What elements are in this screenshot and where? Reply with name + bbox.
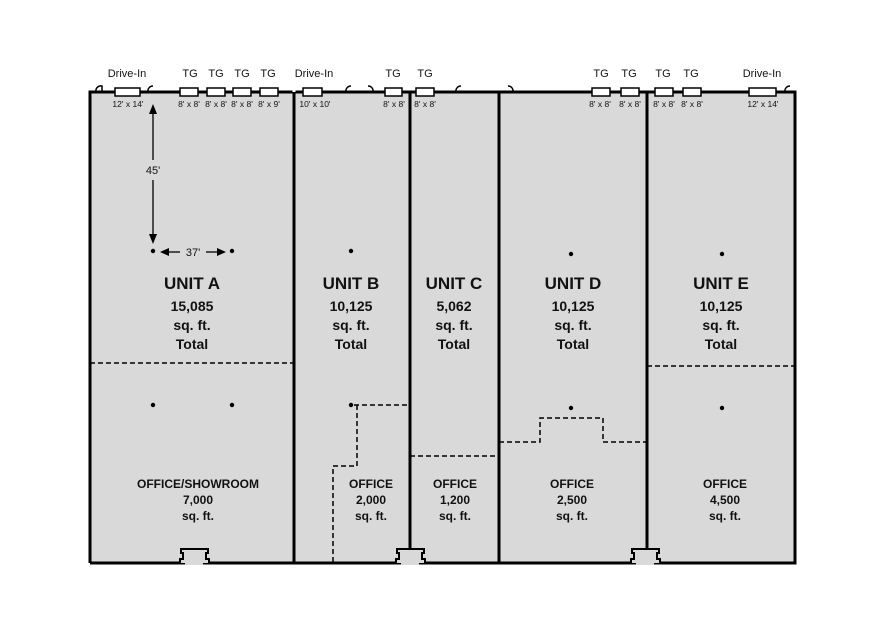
office-area: 1,200 bbox=[440, 493, 470, 507]
unit-e: UNIT E 10,125 sq. ft. Total OFFICE 4,500… bbox=[693, 274, 749, 523]
door-type: TG bbox=[260, 68, 275, 80]
door-type: TG bbox=[385, 68, 400, 80]
drive-in-door bbox=[302, 87, 323, 97]
door-size: 10' x 10' bbox=[299, 99, 331, 109]
door-type: Drive-In bbox=[743, 68, 782, 80]
door-type: TG bbox=[234, 68, 249, 80]
truck-grade-door bbox=[384, 87, 403, 97]
arrow-up-icon bbox=[149, 104, 157, 114]
unit-a: UNIT A 15,085 sq. ft. Total OFFICE/SHOWR… bbox=[137, 274, 259, 523]
office-area-unit: sq. ft. bbox=[556, 509, 588, 523]
unit-name: UNIT D bbox=[545, 274, 602, 293]
office-area-unit: sq. ft. bbox=[439, 509, 471, 523]
truck-grade-door bbox=[682, 87, 702, 97]
unit-area-unit: sq. ft. bbox=[702, 317, 739, 333]
unit-total: Total bbox=[335, 336, 367, 352]
door-size: 8' x 8' bbox=[681, 99, 703, 109]
truck-grade-door bbox=[415, 87, 435, 97]
unit-d: UNIT D 10,125 sq. ft. Total OFFICE 2,500… bbox=[545, 274, 602, 523]
drive-in-door bbox=[114, 87, 141, 97]
door-size: 8' x 9' bbox=[258, 99, 280, 109]
arrow-right-icon bbox=[217, 248, 226, 256]
office-label: OFFICE bbox=[550, 477, 594, 491]
walls bbox=[88, 90, 797, 565]
unit-name: UNIT E bbox=[693, 274, 749, 293]
spacing-label: 37' bbox=[186, 247, 200, 259]
door-labels: Drive-In TG TG TG TG Drive-In TG TG TG T… bbox=[108, 68, 782, 109]
columns bbox=[150, 248, 725, 411]
door-type: TG bbox=[182, 68, 197, 80]
door-type: TG bbox=[208, 68, 223, 80]
door-type: TG bbox=[621, 68, 636, 80]
arrow-left-icon bbox=[160, 248, 169, 256]
door-size: 8' x 8' bbox=[205, 99, 227, 109]
office-area-unit: sq. ft. bbox=[182, 509, 214, 523]
door-size: 12' x 14' bbox=[112, 99, 144, 109]
unit-area: 15,085 bbox=[171, 298, 214, 314]
door-size: 8' x 8' bbox=[231, 99, 253, 109]
unit-total: Total bbox=[438, 336, 470, 352]
truck-grade-door bbox=[620, 87, 640, 97]
door-size: 8' x 8' bbox=[178, 99, 200, 109]
unit-name: UNIT A bbox=[164, 274, 220, 293]
unit-total: Total bbox=[176, 336, 208, 352]
office-area-unit: sq. ft. bbox=[355, 509, 387, 523]
door-type: Drive-In bbox=[108, 68, 147, 80]
overhead-doors bbox=[114, 87, 777, 97]
unit-area-unit: sq. ft. bbox=[435, 317, 472, 333]
dimension-depth: 45' bbox=[146, 104, 160, 244]
unit-area-unit: sq. ft. bbox=[332, 317, 369, 333]
office-area-unit: sq. ft. bbox=[709, 509, 741, 523]
truck-grade-door bbox=[179, 87, 199, 97]
office-area: 2,500 bbox=[557, 493, 587, 507]
office-area: 2,000 bbox=[356, 493, 386, 507]
door-type: TG bbox=[417, 68, 432, 80]
man-door-swings bbox=[95, 85, 791, 93]
office-area: 7,000 bbox=[183, 493, 213, 507]
office-label: OFFICE bbox=[433, 477, 477, 491]
dimension-spacing: 37' bbox=[160, 247, 226, 259]
door-size: 8' x 8' bbox=[414, 99, 436, 109]
truck-grade-door bbox=[259, 87, 279, 97]
arrow-down-icon bbox=[149, 234, 157, 244]
door-type: TG bbox=[655, 68, 670, 80]
unit-area-unit: sq. ft. bbox=[554, 317, 591, 333]
office-label: OFFICE bbox=[703, 477, 747, 491]
front-entrances bbox=[179, 548, 661, 565]
truck-grade-door bbox=[232, 87, 252, 97]
unit-total: Total bbox=[705, 336, 737, 352]
unit-area-unit: sq. ft. bbox=[173, 317, 210, 333]
door-size: 8' x 8' bbox=[589, 99, 611, 109]
door-size: 8' x 8' bbox=[383, 99, 405, 109]
door-size: 8' x 8' bbox=[619, 99, 641, 109]
depth-label: 45' bbox=[146, 165, 160, 177]
office-partitions bbox=[90, 362, 795, 563]
building-floor bbox=[90, 92, 795, 563]
unit-total: Total bbox=[557, 336, 589, 352]
unit-area: 10,125 bbox=[330, 298, 373, 314]
office-label: OFFICE bbox=[349, 477, 393, 491]
unit-c: UNIT C 5,062 sq. ft. Total OFFICE 1,200 … bbox=[426, 274, 483, 523]
truck-grade-door bbox=[591, 87, 611, 97]
unit-area: 10,125 bbox=[700, 298, 743, 314]
truck-grade-door bbox=[654, 87, 674, 97]
office-area: 4,500 bbox=[710, 493, 740, 507]
door-size: 8' x 8' bbox=[653, 99, 675, 109]
drive-in-door bbox=[748, 87, 777, 97]
unit-area: 10,125 bbox=[552, 298, 595, 314]
unit-name: UNIT B bbox=[323, 274, 380, 293]
unit-b: UNIT B 10,125 sq. ft. Total OFFICE 2,000… bbox=[323, 274, 393, 523]
unit-area: 5,062 bbox=[436, 298, 471, 314]
truck-grade-door bbox=[206, 87, 226, 97]
door-type: TG bbox=[683, 68, 698, 80]
office-label: OFFICE/SHOWROOM bbox=[137, 477, 259, 491]
unit-name: UNIT C bbox=[426, 274, 483, 293]
door-type: Drive-In bbox=[295, 68, 334, 80]
door-type: TG bbox=[593, 68, 608, 80]
door-size: 12' x 14' bbox=[747, 99, 779, 109]
